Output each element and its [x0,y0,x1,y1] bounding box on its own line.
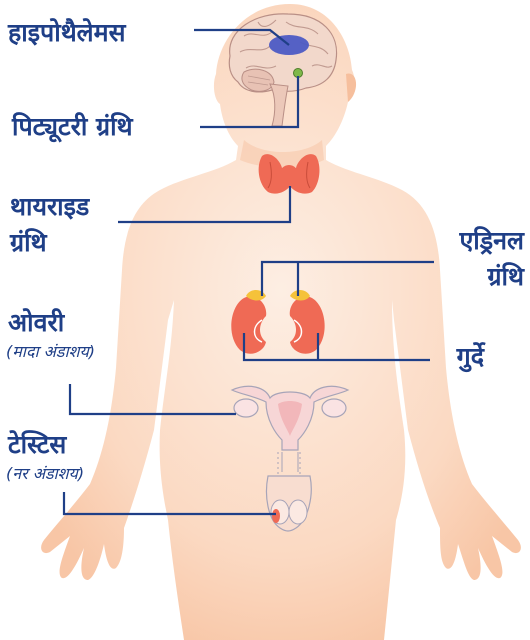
label-ovary-sub: (मादा अंडाशय) [6,342,95,362]
label-kidney: गुर्दे [457,342,484,372]
label-thyroid-line2: ग्रंथि [10,228,47,258]
label-ovary: ओवरी [8,308,64,338]
label-thyroid-line1: थायराइड [10,192,89,222]
label-hypothalamus: हाइपोथैलेमस [8,18,125,48]
label-adrenal-line1: एड्रिनल [459,226,524,256]
label-adrenal-line2: ग्रंथि [487,262,524,292]
label-testis-sub: (नर अंडाशय) [6,464,84,484]
label-pituitary: पिट्यूटरी ग्रंथि [12,112,133,142]
label-testis: टेस्टिस [8,430,66,460]
